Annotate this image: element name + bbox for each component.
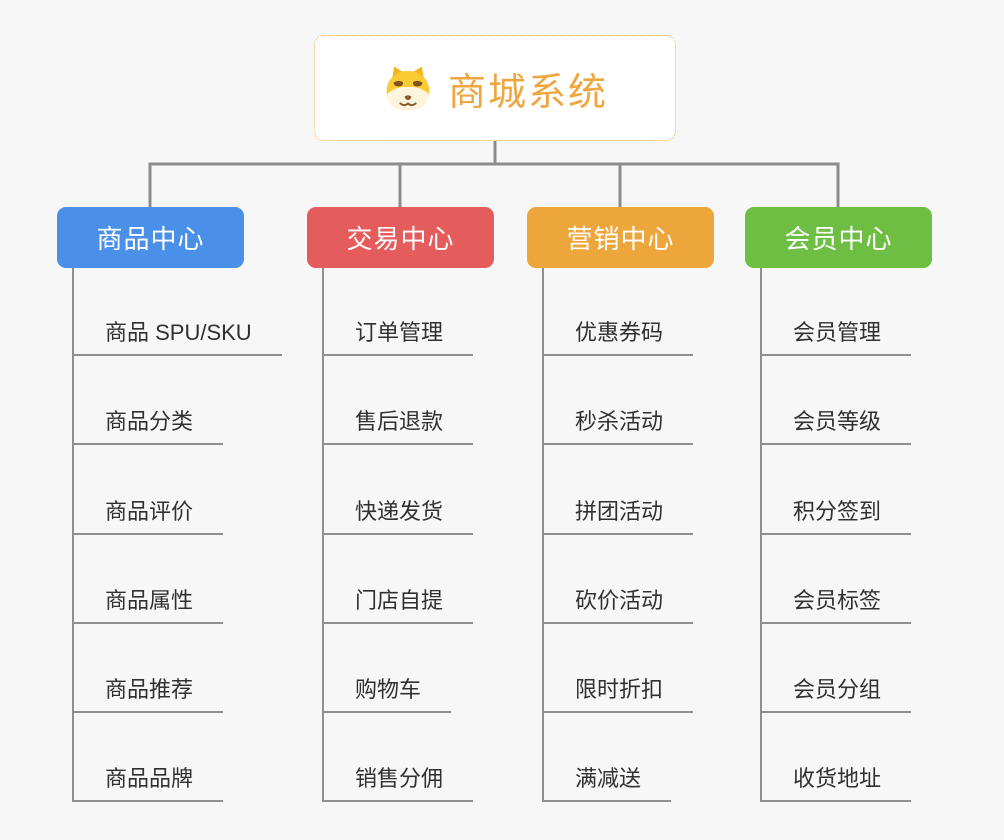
leaf-node[interactable]: 满减送 bbox=[542, 762, 672, 802]
branch-spine bbox=[760, 268, 762, 802]
leaf-node[interactable]: 售后退款 bbox=[322, 405, 474, 445]
leaf-node[interactable]: 商品 SPU/SKU bbox=[72, 316, 282, 356]
leaf-node[interactable]: 积分签到 bbox=[760, 495, 912, 535]
leaf-node[interactable]: 限时折扣 bbox=[542, 673, 694, 713]
branch-node-products[interactable]: 商品中心 bbox=[57, 207, 244, 268]
leaf-node[interactable]: 会员标签 bbox=[760, 584, 912, 624]
leaf-node[interactable]: 销售分佣 bbox=[322, 762, 474, 802]
branch-spine bbox=[72, 268, 74, 802]
branch-column-marketing: 营销中心 优惠券码 秒杀活动 拼团活动 砍价活动 限时折扣 满减送 bbox=[527, 207, 787, 840]
branch-column-members: 会员中心 会员管理 会员等级 积分签到 会员标签 会员分组 收货地址 bbox=[745, 207, 1004, 840]
branch-spine bbox=[322, 268, 324, 802]
branch-spine bbox=[542, 268, 544, 802]
branch-node-members[interactable]: 会员中心 bbox=[745, 207, 932, 268]
leaf-node[interactable]: 会员分组 bbox=[760, 673, 912, 713]
leaf-node[interactable]: 会员等级 bbox=[760, 405, 912, 445]
leaf-node[interactable]: 收货地址 bbox=[760, 762, 912, 802]
branch-node-marketing[interactable]: 营销中心 bbox=[527, 207, 714, 268]
leaf-node[interactable]: 砍价活动 bbox=[542, 584, 694, 624]
leaf-node[interactable]: 购物车 bbox=[322, 673, 452, 713]
root-title: 商城系统 bbox=[447, 71, 608, 114]
leaf-node[interactable]: 会员管理 bbox=[760, 316, 912, 356]
leaf-node[interactable]: 商品品牌 bbox=[72, 762, 224, 802]
leaf-node[interactable]: 优惠券码 bbox=[542, 316, 694, 356]
branch-column-trade: 交易中心 订单管理 售后退款 快递发货 门店自提 购物车 销售分佣 bbox=[307, 207, 567, 840]
leaf-node[interactable]: 门店自提 bbox=[322, 584, 474, 624]
root-node[interactable]: 商城系统 bbox=[314, 35, 676, 141]
leaf-node[interactable]: 商品推荐 bbox=[72, 673, 224, 713]
doge-icon bbox=[386, 66, 430, 111]
branch-node-trade[interactable]: 交易中心 bbox=[307, 207, 494, 268]
leaf-node[interactable]: 商品属性 bbox=[72, 584, 224, 624]
leaf-node[interactable]: 商品分类 bbox=[72, 405, 224, 445]
leaf-node[interactable]: 商品评价 bbox=[72, 495, 224, 535]
leaf-node[interactable]: 快递发货 bbox=[322, 495, 474, 535]
leaf-node[interactable]: 秒杀活动 bbox=[542, 405, 694, 445]
leaf-node[interactable]: 拼团活动 bbox=[542, 495, 694, 535]
leaf-node[interactable]: 订单管理 bbox=[322, 316, 474, 356]
branch-column-products: 商品中心 商品 SPU/SKU 商品分类 商品评价 商品属性 商品推荐 商品品牌 bbox=[57, 207, 317, 840]
